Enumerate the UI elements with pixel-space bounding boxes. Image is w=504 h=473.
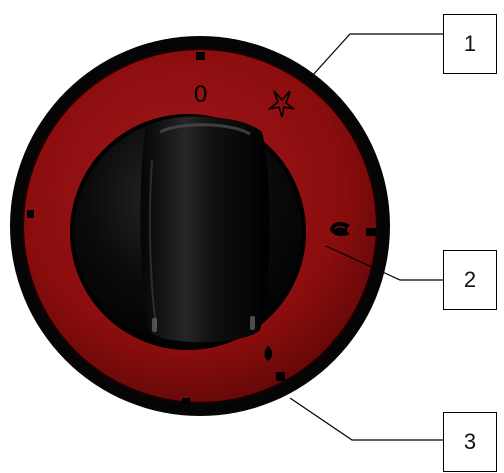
knob-grip xyxy=(140,116,269,342)
callout-label-3: 3 xyxy=(443,412,497,472)
grip-foot-left xyxy=(152,318,157,332)
tick-bottom-right xyxy=(276,372,285,381)
tick-bottom xyxy=(182,398,190,405)
tick-left xyxy=(27,210,34,218)
leader-line-3 xyxy=(290,398,443,440)
tick-top xyxy=(196,52,205,60)
tick-right xyxy=(366,228,376,236)
leader-line-1 xyxy=(312,34,443,76)
callout-label-1: 1 xyxy=(443,14,497,74)
zero-mark: 0 xyxy=(194,81,207,108)
callout-label-2: 2 xyxy=(443,250,497,310)
grip-foot-right xyxy=(250,316,255,330)
